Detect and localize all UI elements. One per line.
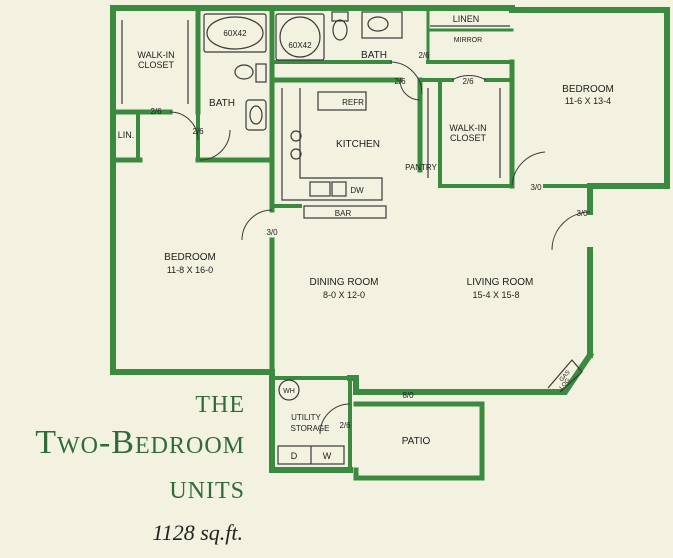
living-size: 15-4 X 15-8	[472, 290, 519, 300]
bar-label: BAR	[335, 209, 352, 218]
door-label-3: 2/6	[418, 51, 430, 60]
mirror-label: MIRROR	[454, 37, 482, 44]
door-label-7: 3/0	[576, 209, 588, 218]
refr-label: REFR	[342, 98, 364, 107]
living-name: LIVING ROOM	[467, 277, 534, 288]
walkin1-line2: CLOSET	[138, 60, 175, 70]
bath2-label: BATH	[361, 50, 387, 61]
room-labels: WALK-IN CLOSET BATH LIN. BATH 60X42 60X4…	[118, 14, 614, 461]
dw-label: DW	[350, 186, 364, 195]
door-label-10: 2/6	[339, 421, 351, 430]
tub1-label: 60X42	[223, 29, 247, 38]
dining-name: DINING ROOM	[310, 277, 379, 288]
door-label-4: 2/6	[394, 77, 406, 86]
kitchen-label: KITCHEN	[336, 139, 380, 150]
pantry-label: PANTRY	[405, 163, 437, 172]
door-label-2: 2/6	[192, 127, 204, 136]
utility-line2: STORAGE	[291, 424, 330, 433]
title-line2: Two-Bedroom	[35, 424, 245, 461]
dryer-label: D	[291, 451, 298, 461]
wh-label: WH	[283, 388, 295, 395]
tub2-label: 60X42	[288, 41, 312, 50]
lin-label: LIN.	[118, 130, 135, 140]
fixtures	[121, 11, 583, 465]
bedroom2-size: 11-6 X 13-4	[565, 96, 611, 106]
bath1-label: BATH	[209, 98, 235, 109]
walkin2-line2: CLOSET	[450, 133, 487, 143]
door-label-1: 2/6	[150, 107, 162, 116]
door-swings	[169, 61, 591, 435]
walkin2-line1: WALK-IN	[449, 123, 486, 133]
title-line3: UNITS	[169, 478, 245, 504]
door-labels: 2/6 2/6 2/6 2/6 2/6 3/0 3/0 3/0 8/0 2/6	[150, 51, 588, 430]
washer-label: W	[323, 451, 332, 461]
door-label-9: 8/0	[402, 391, 414, 400]
bedroom1-name: BEDROOM	[164, 252, 216, 263]
utility-line1: UTILITY	[291, 413, 321, 422]
dining-size: 8-0 X 12-0	[323, 290, 365, 300]
door-label-5: 2/6	[462, 77, 474, 86]
bedroom2-name: BEDROOM	[562, 84, 614, 95]
door-label-8: 3/0	[266, 228, 278, 237]
walkin1-line1: WALK-IN	[137, 50, 174, 60]
walls	[110, 5, 670, 481]
area-label: 1128 sq.ft.	[152, 520, 243, 545]
patio-label: PATIO	[402, 436, 431, 447]
title-line1: THE	[195, 392, 245, 418]
door-label-6: 3/0	[530, 183, 542, 192]
bedroom1-size: 11-8 X 16-0	[167, 265, 213, 275]
linen-label: LINEN	[453, 14, 480, 24]
